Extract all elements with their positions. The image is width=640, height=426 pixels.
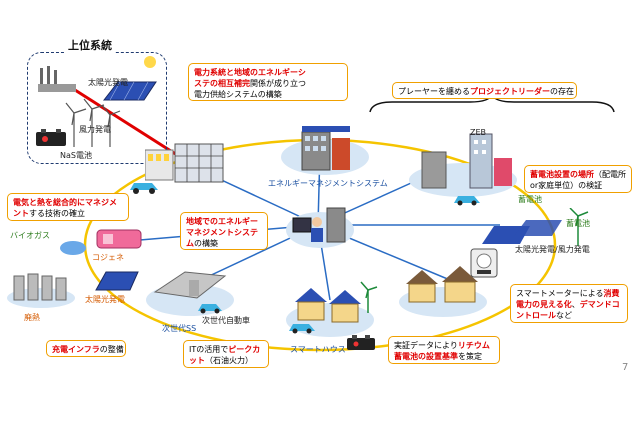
smart-house-label: スマートハウス — [290, 345, 346, 354]
zeb-buildings-icon — [409, 133, 517, 197]
ems-operator-icon — [286, 207, 354, 248]
small-wind-turbine-icon — [360, 281, 378, 313]
next-gen-car-icon — [198, 304, 222, 314]
cogene-unit-icon — [96, 229, 142, 249]
smart-house-car-icon — [289, 324, 315, 334]
callout-lithium-battery: 実証データによりリチウム蓄電池の設置基準を策定 — [388, 336, 500, 364]
cogene-label: コジェネ — [92, 253, 124, 262]
next-gen-ss-label: 次世代SS — [162, 324, 197, 333]
power-plant-icon — [38, 66, 76, 92]
solar-wind-label: 太陽光発電/風力発電 — [515, 245, 590, 254]
solar-wind-icon — [482, 208, 589, 246]
callout-battery-location: 蓄電池設置の場所（配電所or家庭単位）の検証 — [524, 165, 632, 193]
storage-battery-label-2: 蓄電池 — [566, 219, 590, 228]
storage-battery-label-1: 蓄電池 — [518, 195, 542, 204]
callout-it-peak-cut: ITの活用でピークカット（石油火力） — [183, 340, 269, 368]
ems-label: エネルギーマネジメントシステム — [268, 179, 388, 188]
solar-left-label: 太陽光発電 — [85, 295, 125, 304]
smart-meter-icon — [470, 248, 498, 278]
solar-panel-icon — [102, 81, 157, 101]
page-number: 7 — [622, 362, 629, 373]
callout-smart-meter: スマートメーターによる消費電力の見える化、デマンドコントロールなど — [510, 284, 628, 323]
ems-building-cluster — [281, 126, 369, 175]
callout-heat-power: 電気と熱を総合的にマネジメントする技術の確立 — [7, 193, 129, 221]
callout-player-leader: プレーヤーを纏めるプロジェクトリーダーの存在 — [392, 82, 577, 99]
waste-heat-label: 廃熱 — [24, 313, 40, 322]
callout-regional-ems: 地域でのエネルギーマネジメントシステムの構築 — [180, 212, 268, 250]
upper-nas-label: NaS電池 — [60, 151, 92, 160]
biogas-plant-icon — [60, 241, 86, 255]
next-gen-car-label: 次世代自動車 — [202, 316, 250, 325]
zeb-label: ZEB — [470, 128, 487, 137]
biogas-label: バイオガス — [10, 231, 50, 240]
ev-car-icon — [130, 183, 158, 194]
sun-icon — [144, 56, 156, 68]
ev-car-zeb-icon — [454, 196, 480, 206]
solar-panel-left-icon — [95, 271, 139, 291]
lithium-battery-icon — [347, 335, 375, 350]
substation-icon — [145, 143, 224, 183]
callout-grid-integration: 電力系統と地域のエネルギーシ ステの相互補完関係が成り立つ 電力供給システムの構… — [188, 63, 348, 101]
wind-turbines-icon — [65, 98, 121, 147]
nas-battery-icon — [36, 129, 66, 146]
upper-wind-label: 風力発電 — [79, 125, 111, 134]
residential-houses-icon — [399, 266, 487, 317]
callout-charging-infra: 充電インフラの整備 — [46, 340, 126, 357]
waste-heat-plant-icon — [7, 273, 75, 308]
upper-system-title: 上位系統 — [65, 37, 115, 53]
upper-solar-label: 太陽光発電 — [88, 78, 128, 87]
